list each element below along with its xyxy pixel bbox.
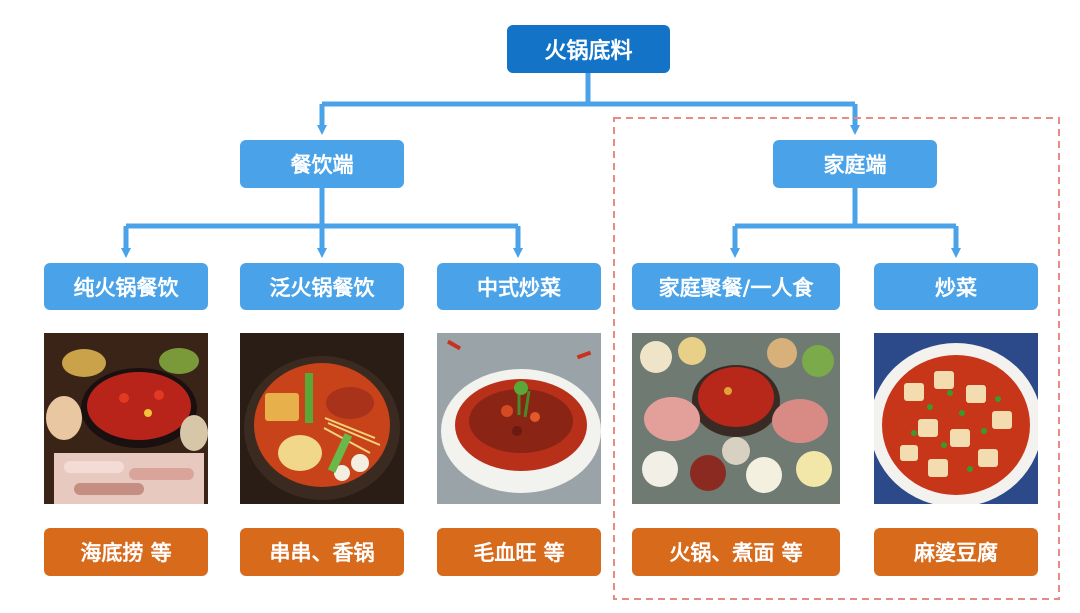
category-node-chinese-stirfry: 中式炒菜: [437, 263, 601, 310]
root-node: 火锅底料: [507, 25, 670, 73]
home-hotpot-table-photo: [632, 333, 840, 504]
category-node-general-hotpot: 泛火锅餐饮: [240, 263, 404, 310]
example-node-pure-hotpot: 海底捞 等: [44, 528, 208, 576]
category-node-stirfry: 炒菜: [874, 263, 1038, 310]
example-node-general-hotpot: 串串、香锅: [240, 528, 404, 576]
branch-node-restaurant: 餐饮端: [240, 140, 404, 188]
category-node-pure-hotpot: 纯火锅餐饮: [44, 263, 208, 310]
spicy-stew-bowl-photo: [437, 333, 601, 504]
category-node-family-meal: 家庭聚餐/一人食: [632, 263, 840, 310]
mapo-tofu-photo: [874, 333, 1038, 504]
branch-node-home: 家庭端: [773, 140, 937, 188]
example-node-stirfry: 麻婆豆腐: [874, 528, 1038, 576]
claypot-stew-photo: [240, 333, 404, 504]
example-node-chinese-stirfry: 毛血旺 等: [437, 528, 601, 576]
example-node-family-meal: 火锅、煮面 等: [632, 528, 840, 576]
hotpot-spread-photo: [44, 333, 208, 504]
home-highlight-box: [613, 117, 1060, 600]
